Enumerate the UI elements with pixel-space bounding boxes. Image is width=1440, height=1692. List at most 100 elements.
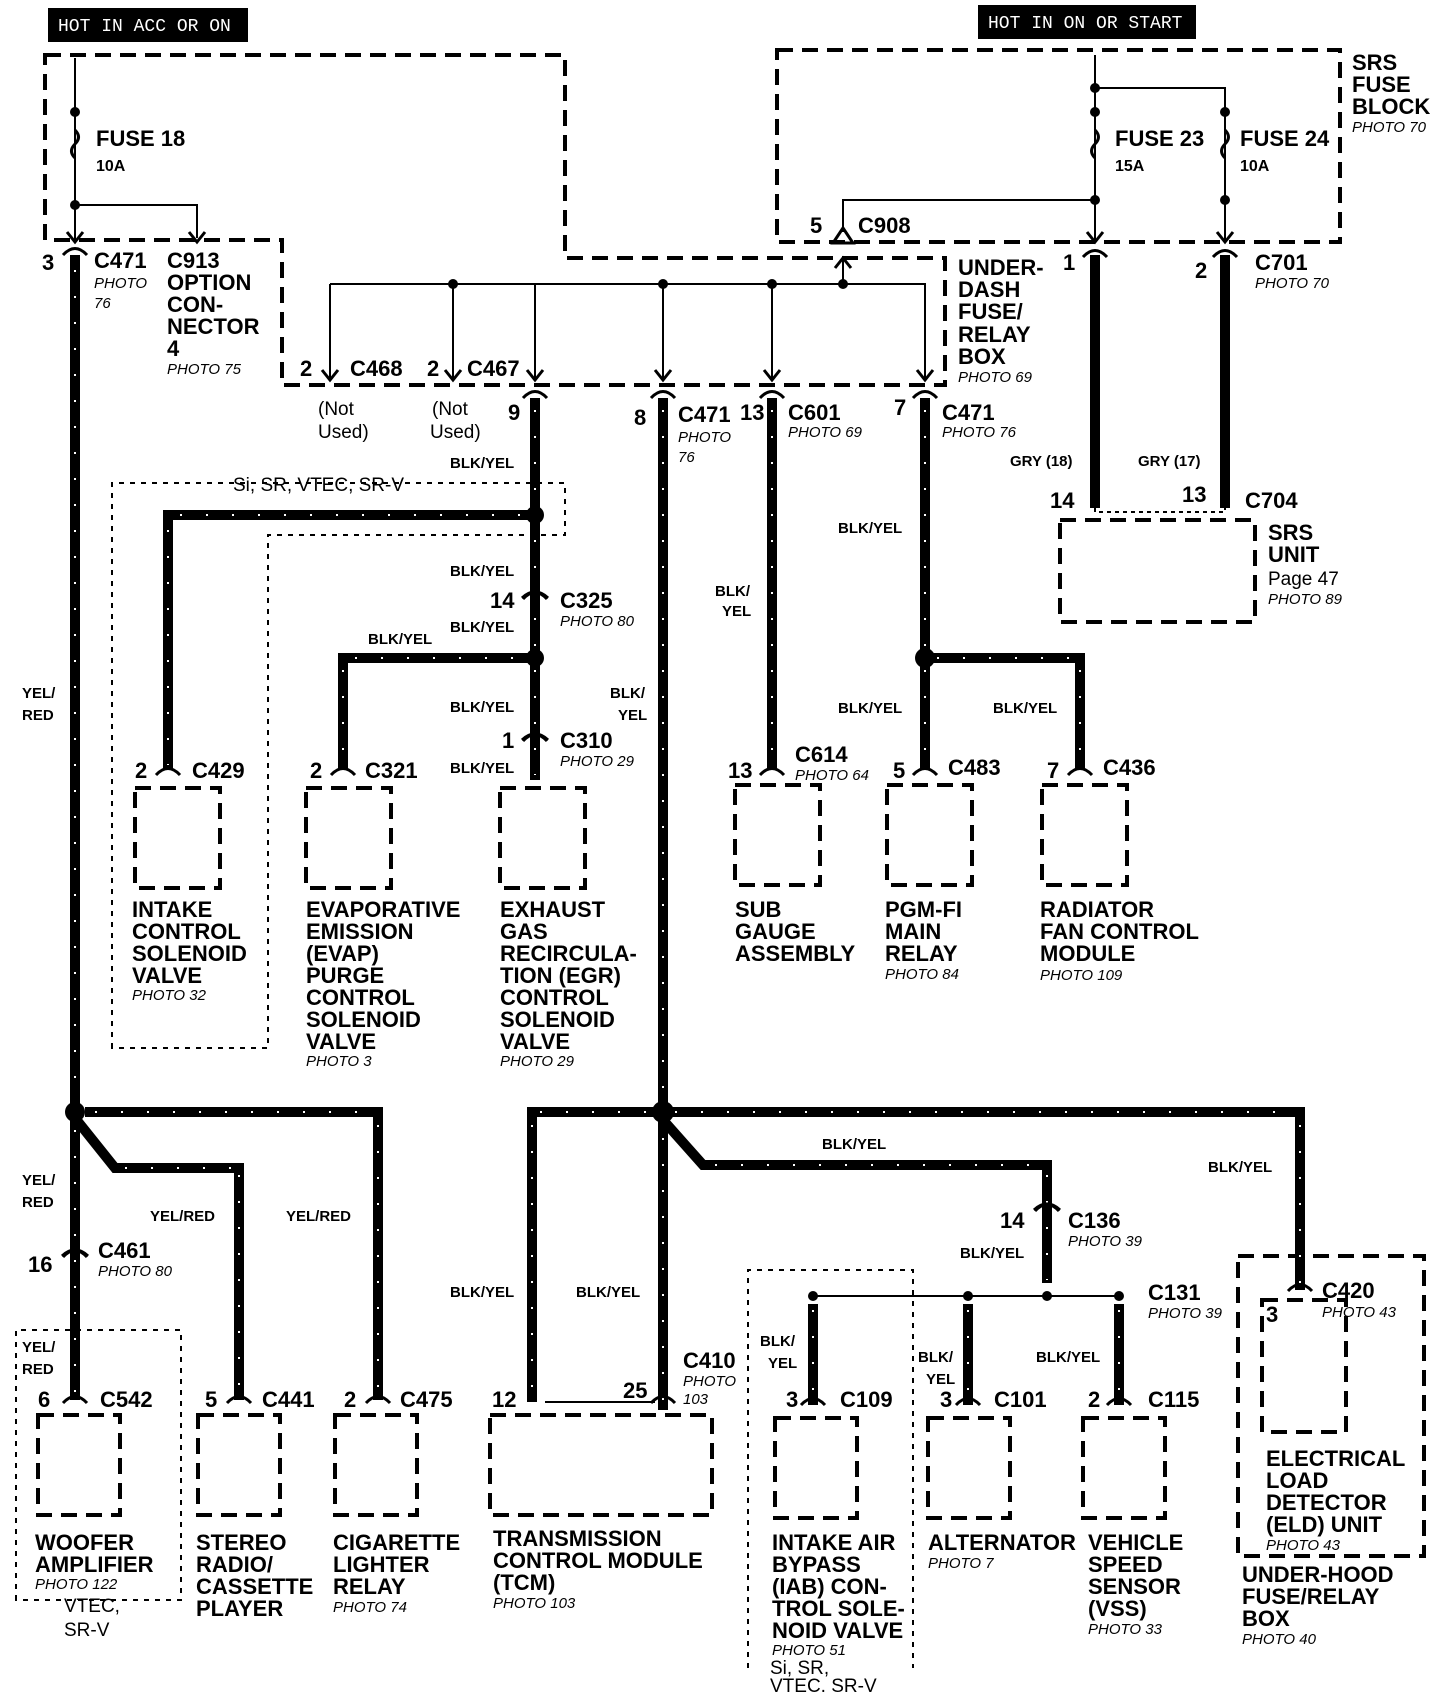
internal-thin-wiring — [74, 55, 1226, 1297]
wire-yel-iab: YEL — [768, 1355, 797, 1372]
sub-l1: SUB — [735, 897, 781, 922]
c614-name: C614 — [795, 742, 848, 767]
fuse-24-icon — [1220, 128, 1230, 160]
c310-photo: PHOTO 29 — [560, 753, 635, 770]
iab-l4: TROL SOLE- — [772, 1596, 905, 1621]
c601-photo: PHOTO 69 — [788, 424, 863, 441]
intake-label: INTAKE CONTROL SOLENOID VALVE PHOTO 32 — [132, 897, 247, 1004]
srs-fuse-block-l1: SRS — [1352, 50, 1397, 75]
intake-photo: PHOTO 32 — [132, 987, 207, 1004]
stereo-label: STEREO RADIO/ CASSETTE PLAYER — [196, 1530, 313, 1621]
c704-link — [1094, 508, 1226, 513]
component-boxes — [36, 783, 1167, 1520]
c420-photo: PHOTO 43 — [1322, 1304, 1397, 1321]
c475-name: C475 — [400, 1387, 453, 1412]
c109-pin: 3 — [786, 1387, 798, 1412]
wire-yelred-stereo: YEL/RED — [150, 1208, 215, 1225]
underdash-l3: FUSE/ — [958, 299, 1023, 324]
c325-name: C325 — [560, 588, 613, 613]
c471-mid-pin: 8 — [634, 405, 646, 430]
c461-photo: PHOTO 80 — [98, 1263, 173, 1280]
vss-label: VEHICLE SPEED SENSOR (VSS) PHOTO 33 — [1088, 1530, 1183, 1638]
c467-note2: Used) — [430, 422, 481, 443]
woofer-l2: AMPLIFIER — [35, 1552, 154, 1577]
wire-blkyel-3: BLK/YEL — [450, 619, 514, 636]
woofer-photo: PHOTO 122 — [35, 1576, 118, 1593]
c101-pin: 3 — [940, 1387, 952, 1412]
c461-pin: 16 — [28, 1252, 52, 1277]
c429-name: C429 — [192, 758, 245, 783]
c468-pin: 2 — [300, 356, 312, 381]
c441-name: C441 — [262, 1387, 315, 1412]
wire-blkyel-4: BLK/YEL — [368, 631, 432, 648]
stereo-l1: STEREO — [196, 1530, 286, 1555]
c913-l2: OPTION — [167, 270, 251, 295]
wire-blk-alt: BLK/ — [918, 1349, 954, 1366]
wire-yel-alt: YEL — [926, 1371, 955, 1388]
cig-l1: CIGARETTE — [333, 1530, 460, 1555]
woofer-l1: WOOFER — [35, 1530, 134, 1555]
alternator-box — [926, 1416, 1012, 1520]
cigarette-label: CIGARETTE LIGHTER RELAY PHOTO 74 — [333, 1530, 460, 1616]
c471-right-name: C471 — [942, 400, 995, 425]
srs-fuse-block-outline — [775, 48, 1342, 244]
wire-blkyel-tcm1: BLK/YEL — [450, 1284, 514, 1301]
header-left-badge — [48, 8, 248, 42]
egr-l2: GAS — [500, 919, 548, 944]
egr-photo: PHOTO 29 — [500, 1053, 575, 1070]
fuse-18-icon — [70, 128, 80, 160]
rad-l3: MODULE — [1040, 941, 1135, 966]
pgm-l1: PGM-FI — [885, 897, 962, 922]
intake-l2: CONTROL — [132, 919, 241, 944]
c471-mid-photo: PHOTO — [678, 429, 731, 446]
wire-yelred-cig: YEL/RED — [286, 1208, 351, 1225]
woofer-box — [36, 1413, 122, 1517]
radiator-box — [1040, 783, 1129, 887]
c471-right-pin: 7 — [894, 395, 906, 420]
c109-name: C109 — [840, 1387, 893, 1412]
c614-pin: 13 — [728, 758, 752, 783]
c471-left-photo-num: 76 — [94, 295, 111, 312]
wire-yel-c601: YEL — [722, 603, 751, 620]
srs-unit-box — [1058, 518, 1257, 624]
c704-pin2: 13 — [1182, 482, 1206, 507]
splice-points — [65, 83, 1230, 1301]
egr-label: EXHAUST GAS RECIRCULA- TION (EGR) CONTRO… — [500, 897, 637, 1070]
cig-l2: LIGHTER — [333, 1552, 430, 1577]
srs-unit-photo: PHOTO 89 — [1268, 591, 1343, 608]
header-left: HOT IN ACC OR ON — [58, 17, 231, 37]
c115-name: C115 — [1148, 1387, 1199, 1412]
wire-red-left: RED — [22, 707, 54, 724]
alt-l1: ALTERNATOR — [928, 1530, 1076, 1555]
vss-photo: PHOTO 33 — [1088, 1621, 1163, 1638]
c410-photo: PHOTO — [683, 1373, 736, 1390]
c436-pin: 7 — [1047, 758, 1059, 783]
arrow-icons — [65, 231, 1235, 383]
c325-photo: PHOTO 80 — [560, 613, 635, 630]
eld-l3: DETECTOR — [1266, 1490, 1387, 1515]
c601-name: C601 — [788, 400, 841, 425]
egr-l3: RECIRCULA- — [500, 941, 637, 966]
eld-l4: (ELD) UNIT — [1266, 1512, 1383, 1537]
rad-l1: RADIATOR — [1040, 897, 1154, 922]
intake-l4: VALVE — [132, 963, 202, 988]
c913-l4: NECTOR — [167, 314, 260, 339]
header-right: HOT IN ON OR START — [988, 14, 1183, 34]
stereo-l3: CASSETTE — [196, 1574, 313, 1599]
c471-mid-name: C471 — [678, 402, 731, 427]
intake-box — [133, 786, 222, 890]
iab-l1: INTAKE AIR — [772, 1530, 896, 1555]
c429-pin: 2 — [135, 758, 147, 783]
option-box-iab — [747, 1269, 914, 1668]
cig-l3: RELAY — [333, 1574, 406, 1599]
egr-l5: CONTROL — [500, 985, 609, 1010]
intake-l3: SOLENOID — [132, 941, 247, 966]
wire-blkyel-vss: BLK/YEL — [1036, 1349, 1100, 1366]
srs-unit-page: Page 47 — [1268, 569, 1339, 590]
evap-l1: EVAPORATIVE — [306, 897, 460, 922]
underdash-photo: PHOTO 69 — [958, 369, 1033, 386]
c471-mid-photo-num: 76 — [678, 449, 695, 466]
c542-pin: 6 — [38, 1387, 50, 1412]
c704-name: C704 — [1245, 488, 1298, 513]
